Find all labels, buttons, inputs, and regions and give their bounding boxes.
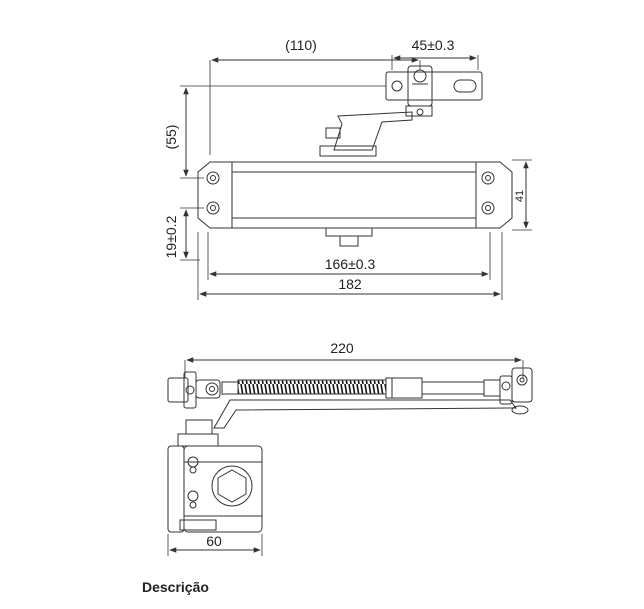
arm-linkage: [319, 111, 413, 157]
dim-label-220: 220: [330, 340, 354, 356]
dim-label-110: (110): [285, 37, 317, 53]
dim-label-41: 41: [514, 190, 526, 202]
pinion-housing: [167, 419, 263, 533]
spring-rod: [221, 377, 485, 399]
description-heading: Descrição: [142, 579, 209, 595]
right-hinge: [483, 367, 533, 415]
top-bracket: [385, 65, 483, 117]
dim-label-166: 166±0.3: [325, 256, 376, 272]
dim-166: [207, 232, 491, 280]
dim-label-182: 182: [338, 276, 362, 292]
dim-label-19: 19±0.2: [163, 215, 179, 258]
dim-label-55: (55): [163, 125, 179, 150]
main-arm: [213, 399, 517, 429]
dim-182: [197, 232, 503, 300]
top-view: [180, 55, 532, 300]
left-hinge: [167, 371, 221, 409]
dim-41: [512, 159, 532, 231]
dim-110: [209, 57, 421, 155]
dim-label-60: 60: [206, 533, 222, 549]
closer-body: [197, 161, 513, 247]
dim-label-45: 45±0.3: [412, 37, 455, 53]
dim-220: [184, 357, 524, 378]
dim-19: [180, 207, 204, 261]
dim-45: [391, 55, 479, 70]
side-view: [167, 357, 533, 556]
dim-60: [167, 534, 263, 556]
dim-55: [180, 85, 386, 179]
